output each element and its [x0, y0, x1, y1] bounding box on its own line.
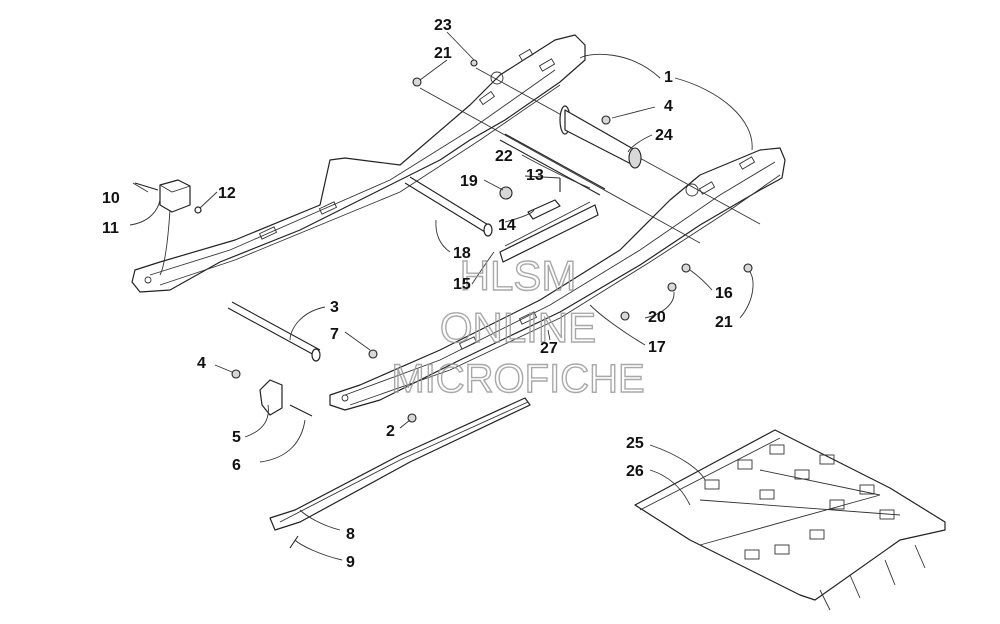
callout-20[interactable]: 20 — [648, 309, 666, 326]
callout-10[interactable]: 10 — [102, 190, 120, 207]
callout-8[interactable]: 8 — [346, 526, 355, 543]
watermark-line2: ONLINE — [440, 304, 596, 351]
callout-22[interactable]: 22 — [495, 148, 513, 165]
callout-4-top[interactable]: 4 — [664, 98, 673, 115]
watermark-line1: HLSM — [460, 252, 577, 299]
callout-27[interactable]: 27 — [540, 340, 558, 357]
idler-axle — [559, 105, 642, 169]
track-belt — [634, 429, 946, 611]
callout-21-right[interactable]: 21 — [715, 314, 733, 331]
callout-26[interactable]: 26 — [626, 463, 644, 480]
bumper-block — [134, 179, 202, 214]
callout-25[interactable]: 25 — [626, 435, 644, 452]
callout-3[interactable]: 3 — [330, 299, 339, 316]
callout-17[interactable]: 17 — [648, 339, 666, 356]
callout-21-top[interactable]: 21 — [434, 45, 452, 62]
callout-16[interactable]: 16 — [715, 285, 733, 302]
callout-12[interactable]: 12 — [218, 185, 236, 202]
callout-18[interactable]: 18 — [453, 245, 471, 262]
callout-1[interactable]: 1 — [664, 69, 673, 86]
left-rail — [131, 34, 586, 293]
watermark: HLSM ONLINE MICROFICHE — [391, 251, 646, 401]
watermark-line3: MICROFICHE — [391, 357, 644, 401]
callout-15[interactable]: 15 — [453, 276, 471, 293]
callout-24[interactable]: 24 — [655, 127, 673, 144]
callout-2[interactable]: 2 — [386, 423, 395, 440]
callout-5[interactable]: 5 — [232, 429, 241, 446]
wheel-assembly — [231, 59, 753, 423]
callout-19[interactable]: 19 — [460, 173, 478, 190]
callout-7[interactable]: 7 — [330, 326, 339, 343]
callout-4-left[interactable]: 4 — [197, 355, 206, 372]
callout-6[interactable]: 6 — [232, 457, 241, 474]
leader-lines — [129, 31, 754, 561]
callout-23[interactable]: 23 — [434, 17, 452, 34]
hyfax-slider — [269, 397, 531, 549]
center-bracket — [499, 178, 599, 263]
callout-14[interactable]: 14 — [498, 217, 516, 234]
callout-9[interactable]: 9 — [346, 554, 355, 571]
callout-11[interactable]: 11 — [102, 220, 119, 237]
callout-13[interactable]: 13 — [526, 167, 544, 184]
callouts: 23 21 1 4 24 22 13 19 14 10 12 11 18 15 … — [102, 17, 733, 571]
